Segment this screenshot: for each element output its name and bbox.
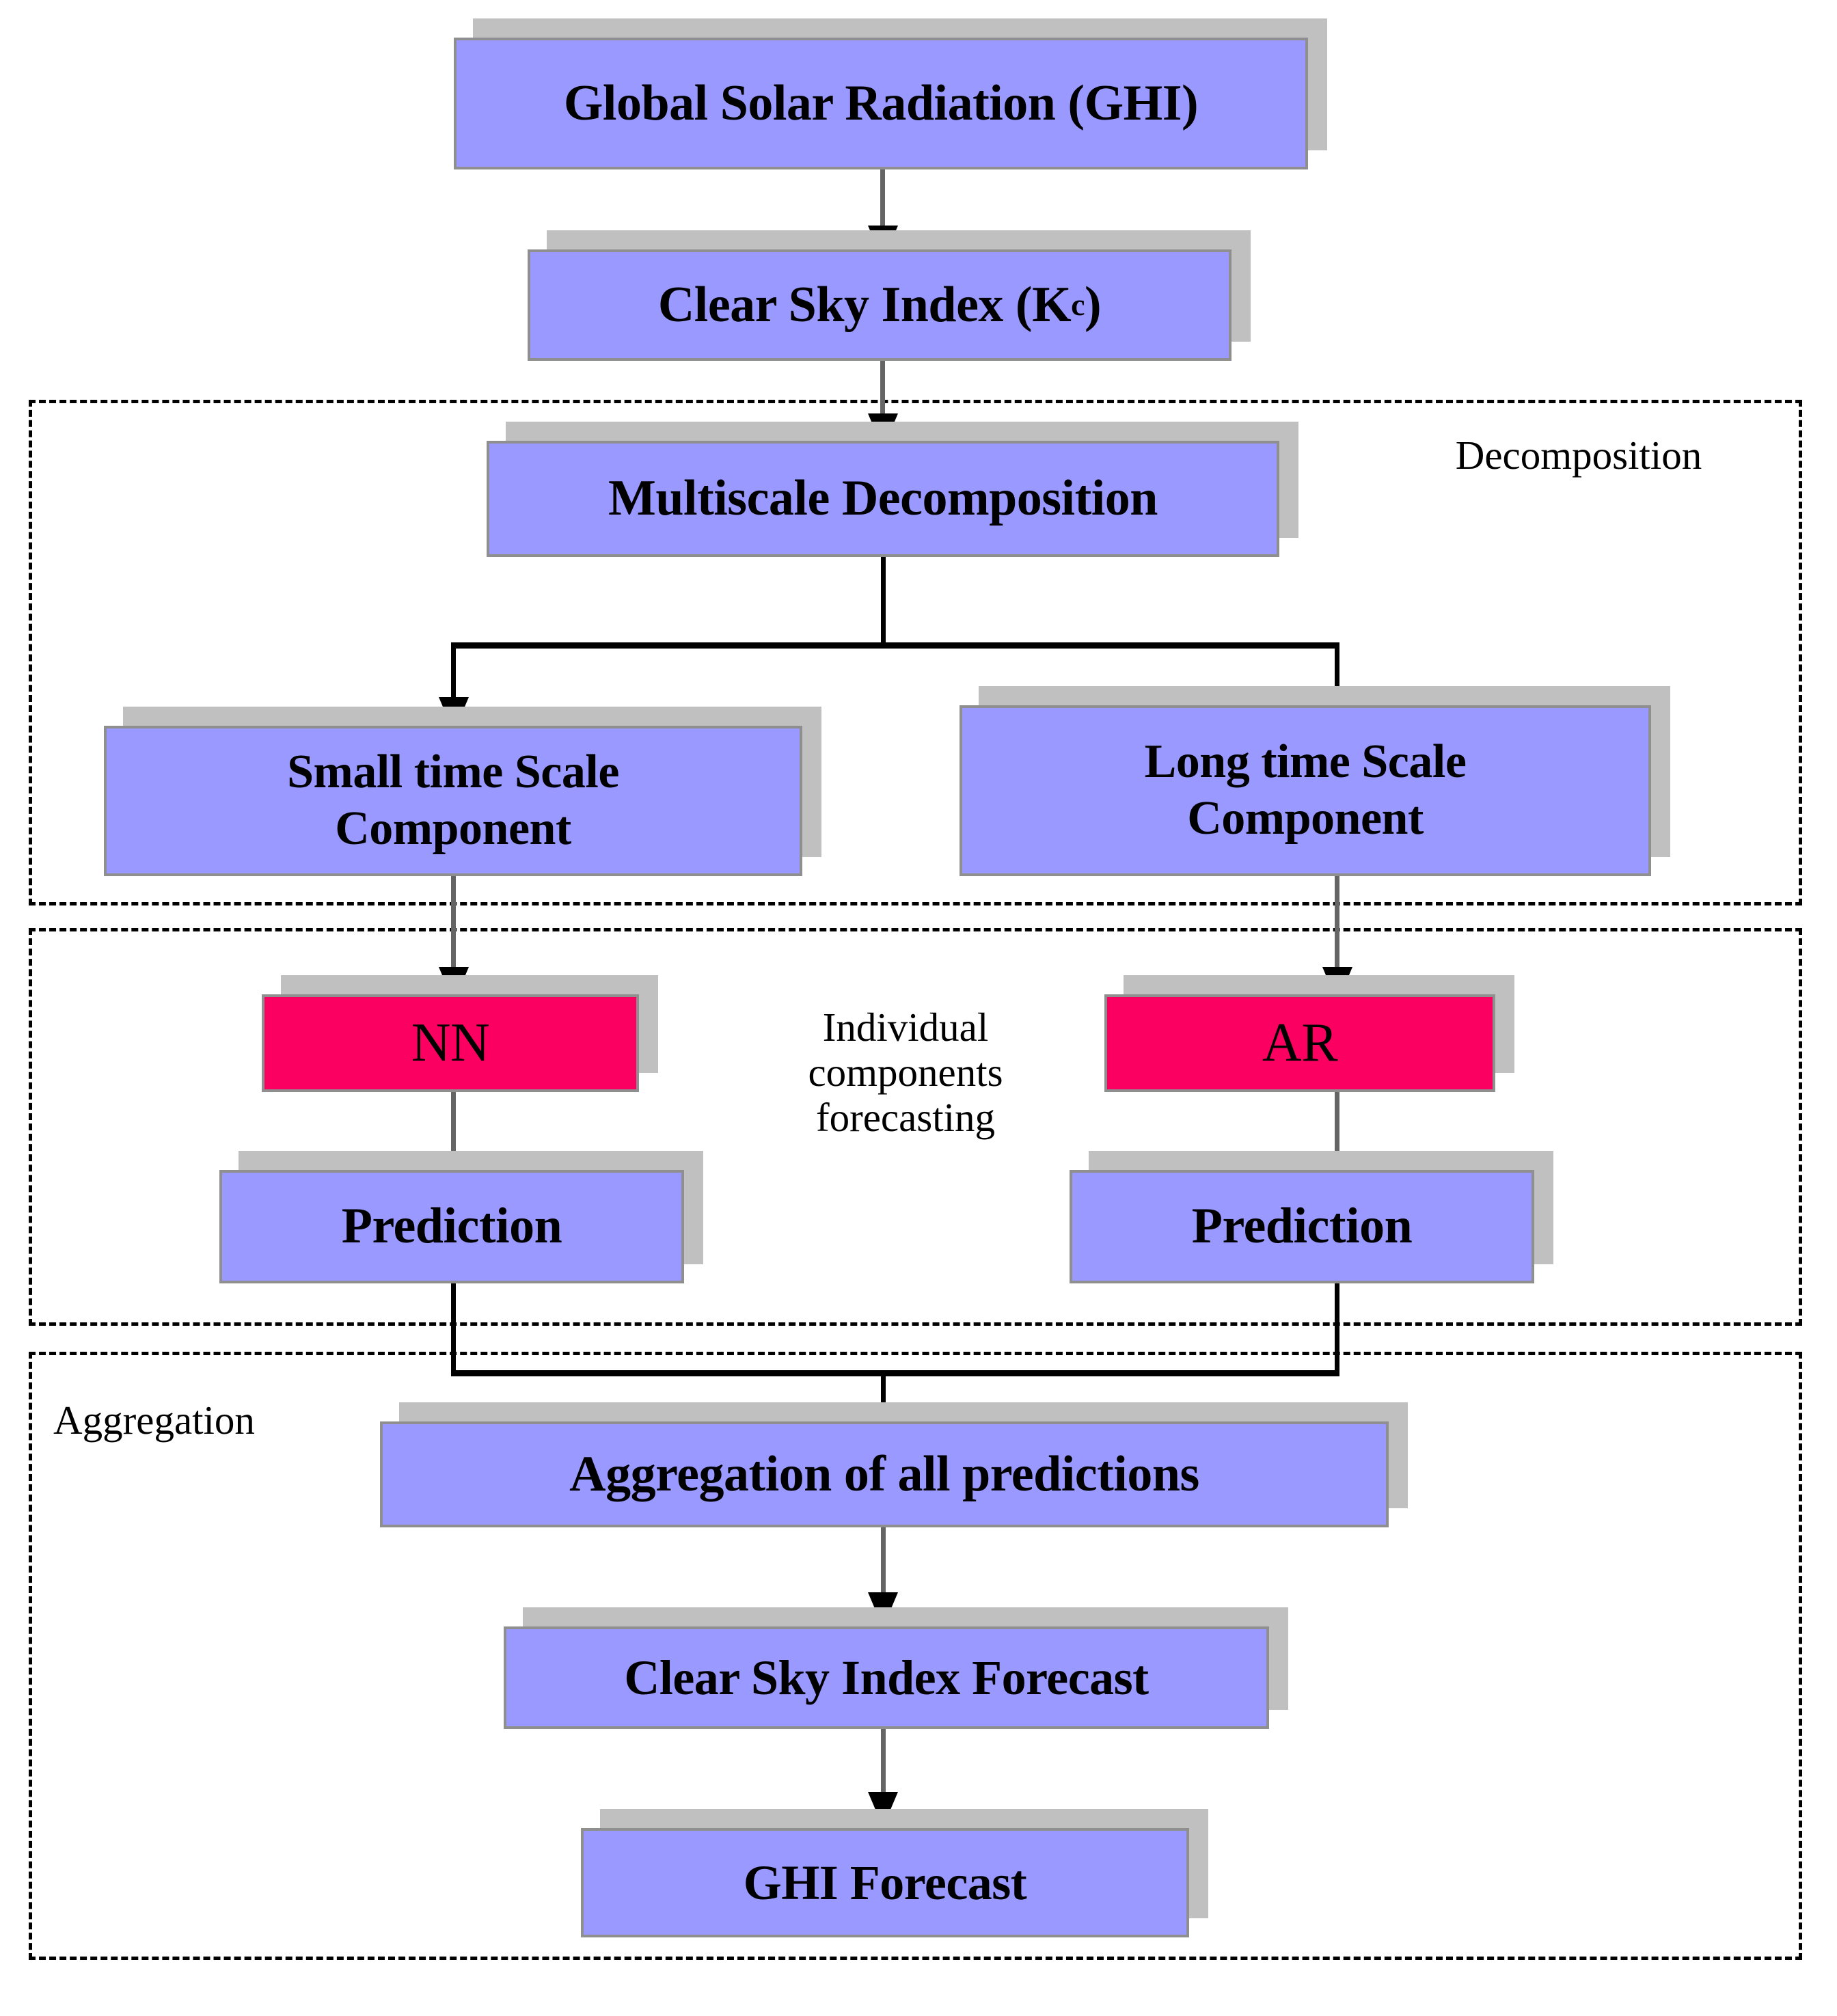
node-aggregation-of-all-predictions[interactable]: Aggregation of all predictions bbox=[380, 1402, 1408, 1527]
connector-prediction-left-down bbox=[451, 1283, 456, 1376]
node-model-nn[interactable]: NN bbox=[262, 975, 658, 1092]
node-ghi-input-label: Global Solar Radiation (GHI) bbox=[454, 38, 1308, 169]
connector-ar-to-prediction bbox=[1335, 1090, 1339, 1206]
section-label-aggregation: Aggregation bbox=[53, 1398, 255, 1443]
connector-long-to-ar bbox=[1335, 873, 1339, 998]
node-clear-sky-index-forecast-label: Clear Sky Index Forecast bbox=[504, 1626, 1269, 1729]
connector-decomp-down bbox=[881, 555, 886, 647]
node-model-nn-label: NN bbox=[262, 994, 639, 1092]
connector-split-right-down bbox=[1335, 642, 1339, 728]
node-model-ar[interactable]: AR bbox=[1104, 975, 1514, 1092]
node-prediction-left[interactable]: Prediction bbox=[219, 1151, 703, 1283]
connector-small-to-nn bbox=[451, 873, 456, 998]
node-small-time-scale-component[interactable]: Small time Scale Component bbox=[104, 707, 821, 876]
connector-split-horizontal bbox=[451, 642, 1339, 649]
node-aggregation-of-all-predictions-label: Aggregation of all predictions bbox=[380, 1421, 1389, 1527]
connector-csif-to-ghif bbox=[881, 1728, 886, 1830]
section-label-individual: Individual components forecasting bbox=[808, 1005, 1003, 1141]
connector-prediction-right-down bbox=[1335, 1283, 1339, 1376]
section-frame-decomposition bbox=[29, 400, 1802, 905]
node-multiscale-decomposition[interactable]: Multiscale Decomposition bbox=[487, 422, 1298, 557]
connector-merge-horizontal bbox=[451, 1370, 1339, 1376]
connector-split-left-down bbox=[451, 642, 456, 728]
node-model-ar-label: AR bbox=[1104, 994, 1495, 1092]
node-ghi-forecast-label: GHI Forecast bbox=[581, 1828, 1189, 1937]
csi-subscript: c bbox=[1071, 287, 1085, 323]
section-label-decomposition: Decomposition bbox=[1455, 433, 1702, 478]
csi-text-prefix: Clear Sky Index (K bbox=[657, 276, 1072, 333]
section-frame-individual bbox=[29, 928, 1802, 1326]
node-ghi-input[interactable]: Global Solar Radiation (GHI) bbox=[454, 18, 1327, 169]
node-clear-sky-index-forecast[interactable]: Clear Sky Index Forecast bbox=[504, 1607, 1288, 1729]
node-prediction-right-label: Prediction bbox=[1070, 1170, 1534, 1283]
node-small-time-scale-component-label: Small time Scale Component bbox=[104, 726, 802, 876]
node-long-time-scale-component[interactable]: Long time Scale Component bbox=[960, 686, 1670, 876]
node-ghi-forecast[interactable]: GHI Forecast bbox=[581, 1809, 1208, 1937]
node-prediction-right[interactable]: Prediction bbox=[1070, 1151, 1553, 1283]
node-long-time-scale-component-label: Long time Scale Component bbox=[960, 705, 1651, 876]
section-frame-aggregation bbox=[29, 1352, 1802, 1960]
connector-csi-to-decomp bbox=[880, 359, 885, 441]
csi-text-suffix: ) bbox=[1085, 276, 1102, 333]
connector-aggregation-to-csif bbox=[881, 1527, 886, 1630]
connector-ghi-to-csi bbox=[880, 167, 885, 249]
node-multiscale-decomposition-label: Multiscale Decomposition bbox=[487, 441, 1279, 557]
connector-nn-to-prediction bbox=[451, 1090, 456, 1206]
node-prediction-left-label: Prediction bbox=[219, 1170, 684, 1283]
